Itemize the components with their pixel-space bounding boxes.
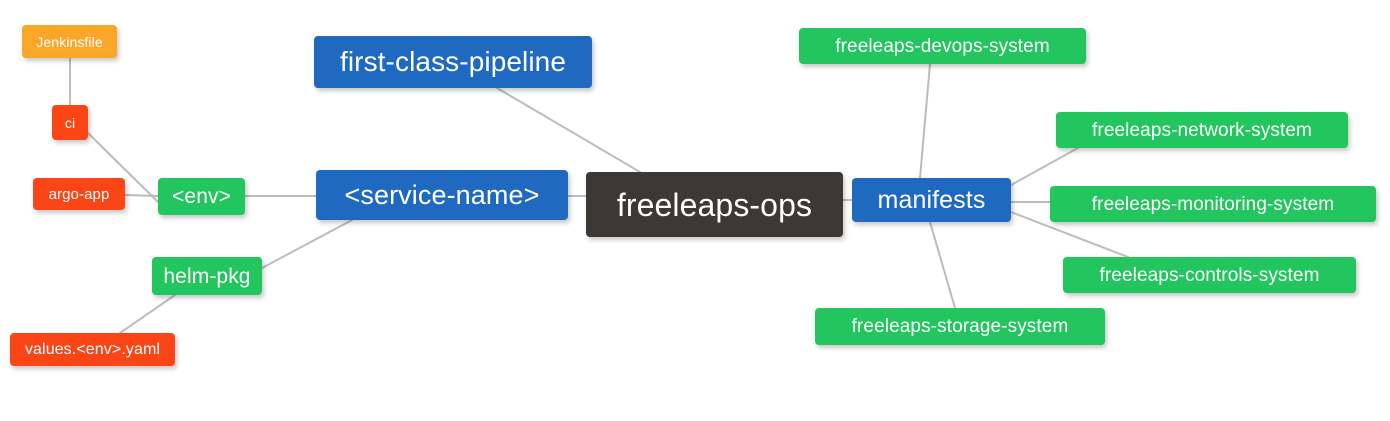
edge-manifests-to-freeleaps-network-system: [1010, 147, 1079, 186]
node-freeleaps-devops-system[interactable]: freeleaps-devops-system: [799, 28, 1086, 64]
edge-argo-app-to-env: [124, 194, 159, 197]
edge-manifests-to-freeleaps-devops-system: [919, 63, 931, 179]
node-manifests[interactable]: manifests: [852, 178, 1011, 222]
edge-first-class-pipeline-to-freeleaps-ops: [496, 87, 641, 173]
node-jenkinsfile[interactable]: Jenkinsfile: [22, 25, 117, 58]
node-env[interactable]: <env>: [158, 178, 245, 215]
node-service-name[interactable]: <service-name>: [316, 170, 568, 220]
node-freeleaps-ops[interactable]: freeleaps-ops: [586, 172, 843, 237]
node-first-class-pipeline[interactable]: first-class-pipeline: [314, 36, 592, 88]
node-argo-app[interactable]: argo-app: [33, 178, 125, 210]
node-freeleaps-controls-system[interactable]: freeleaps-controls-system: [1063, 257, 1356, 293]
node-freeleaps-network-system[interactable]: freeleaps-network-system: [1056, 112, 1348, 148]
node-freeleaps-monitoring-system[interactable]: freeleaps-monitoring-system: [1050, 186, 1376, 222]
node-helm-pkg[interactable]: helm-pkg: [152, 257, 262, 295]
node-values-yaml[interactable]: values.<env>.yaml: [10, 333, 175, 366]
edge-service-name-to-helm-pkg: [261, 219, 353, 269]
node-freeleaps-storage-system[interactable]: freeleaps-storage-system: [815, 308, 1105, 345]
edge-manifests-to-freeleaps-storage-system: [929, 221, 956, 309]
node-ci[interactable]: ci: [52, 105, 88, 140]
edge-helm-pkg-to-values-yaml: [119, 294, 176, 334]
